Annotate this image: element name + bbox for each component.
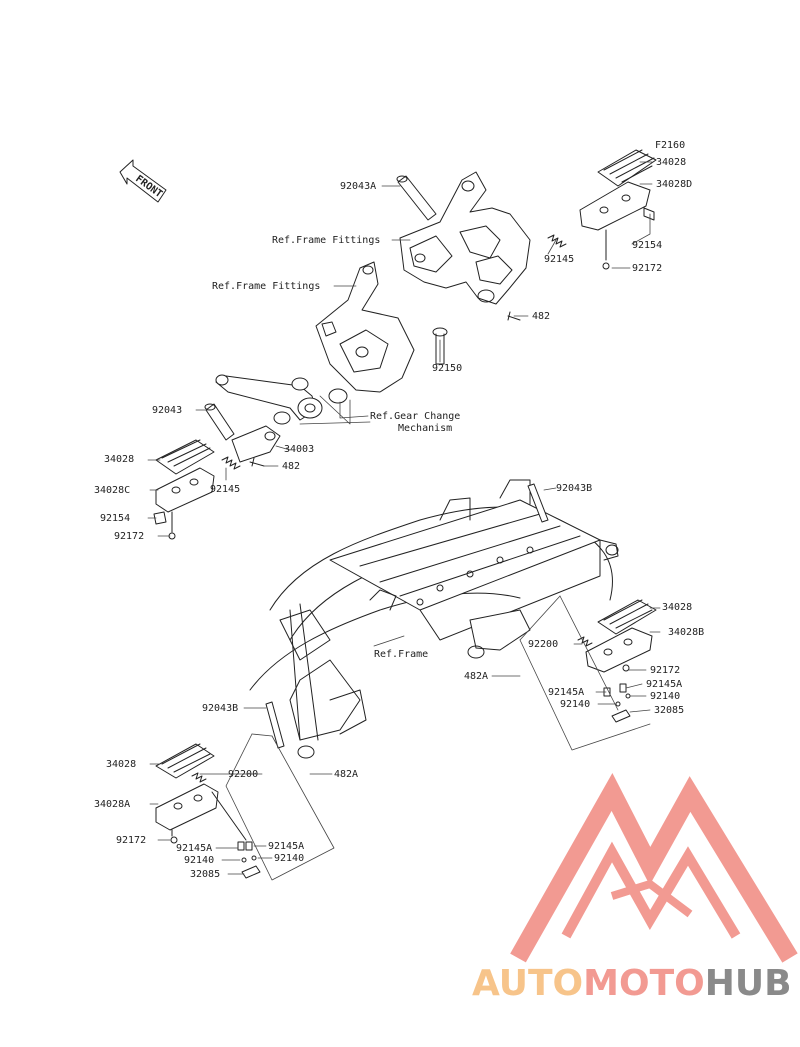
label-92043b-left: 92043B — [202, 703, 239, 714]
label-92200-right: 92200 — [528, 639, 559, 650]
label-92140-r1: 92140 — [650, 691, 681, 702]
main-frame — [249, 479, 619, 759]
spring-92200-bottom — [191, 772, 207, 783]
front-arrow-icon: FRONT — [119, 159, 167, 203]
pin-92043 — [204, 403, 235, 441]
watermark-logo-icon — [510, 773, 798, 963]
label-32085-bottom-left: 32085 — [190, 869, 221, 880]
label-34028-top: 34028 — [656, 157, 687, 168]
label-482-top: 482 — [532, 311, 551, 322]
label-482a-left: 482A — [334, 769, 359, 780]
label-92140-r2: 92140 — [560, 699, 591, 710]
label-92145a-bl1: 92145A — [176, 843, 213, 854]
label-34028-left: 34028 — [104, 454, 135, 465]
label-92150: 92150 — [432, 363, 463, 374]
label-ref-frame: Ref.Frame — [374, 649, 429, 660]
spring-92145-upper — [547, 234, 567, 248]
label-92145-top: 92145 — [544, 254, 575, 265]
holder-34003 — [231, 425, 281, 463]
label-92154-top: 92154 — [632, 240, 663, 251]
label-92200-bottom-left: 92200 — [228, 769, 259, 780]
clip-482-upper — [507, 311, 521, 321]
footpeg-34028-bottom-left — [155, 743, 261, 879]
bolt-92150 — [432, 327, 448, 365]
label-34028-bottom-left: 34028 — [106, 759, 137, 770]
pin-92043b-top — [527, 483, 549, 523]
clip-482-mid — [249, 457, 265, 467]
label-92145a-r2: 92145A — [548, 687, 585, 698]
footpeg-34028-upper — [579, 149, 657, 270]
figure-code: F2160 — [655, 140, 686, 151]
label-34028d: 34028D — [656, 179, 693, 190]
watermark-hub: HUB — [704, 963, 792, 1004]
pin-92043b-left — [265, 701, 285, 749]
label-34003: 34003 — [284, 444, 315, 455]
label-92145a-bl2: 92145A — [268, 841, 305, 852]
label-34028b: 34028B — [668, 627, 705, 638]
label-32085-right: 32085 — [654, 705, 685, 716]
label-ref-frame-fittings-2: Ref.Frame Fittings — [212, 281, 321, 292]
pin-92043a — [396, 175, 437, 221]
label-92154-left: 92154 — [100, 513, 131, 524]
footpeg-34028-left — [153, 439, 215, 540]
label-34028-right: 34028 — [662, 602, 693, 613]
label-92140-bl1: 92140 — [184, 855, 215, 866]
label-92145a-r1: 92145A — [646, 679, 683, 690]
label-92140-bl2: 92140 — [274, 853, 305, 864]
label-92043a: 92043A — [340, 181, 377, 192]
label-34028c: 34028C — [94, 485, 131, 496]
label-mechanism: Mechanism — [398, 423, 453, 434]
label-92172-right: 92172 — [650, 665, 681, 676]
label-92172-top: 92172 — [632, 263, 663, 274]
label-ref-gear-change: Ref.Gear Change — [370, 411, 461, 422]
spring-92145-left — [221, 456, 241, 470]
label-482a-right: 482A — [464, 671, 489, 682]
label-34028a: 34028A — [94, 799, 131, 810]
footpeg-34028-right — [585, 599, 657, 723]
leader-lines — [147, 161, 661, 875]
label-ref-frame-fittings-1: Ref.Frame Fittings — [272, 235, 381, 246]
upper-bracket — [399, 171, 531, 305]
group-outlines — [225, 395, 651, 881]
label-92043: 92043 — [152, 405, 183, 416]
label-92172-bottom-left: 92172 — [116, 835, 147, 846]
label-92172-left: 92172 — [114, 531, 145, 542]
spring-92200-right — [577, 636, 593, 647]
label-92043b-top: 92043B — [556, 483, 593, 494]
label-482-mid: 482 — [282, 461, 301, 472]
gear-lever — [215, 374, 348, 425]
watermark-text: AUTOMOTOHUB — [472, 962, 792, 1006]
watermark-moto: MOTO — [583, 963, 705, 1004]
middle-bracket — [315, 261, 415, 393]
label-92145-left: 92145 — [210, 484, 241, 495]
watermark-auto: AUTO — [472, 963, 584, 1004]
